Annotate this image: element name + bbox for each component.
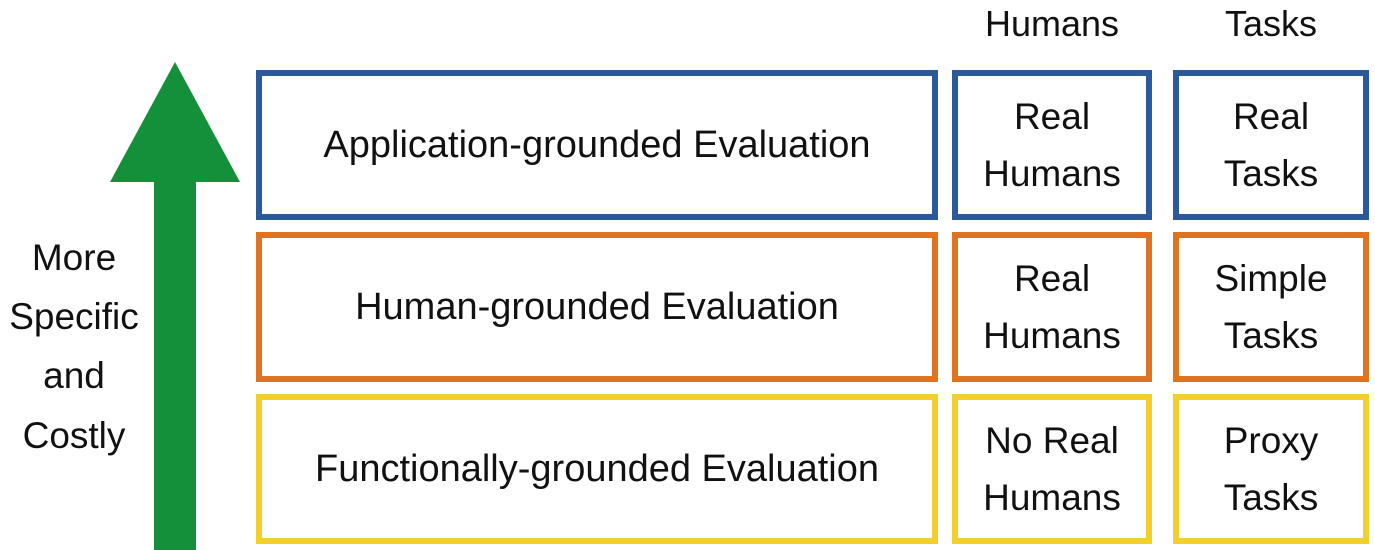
evaluation-box-human: Human-grounded Evaluation bbox=[256, 232, 938, 382]
side-label: More Specific and Costly bbox=[0, 228, 148, 465]
tasks-line: Simple bbox=[1214, 257, 1328, 299]
humans-line: Humans bbox=[983, 477, 1121, 518]
evaluation-box-functional: Functionally-grounded Evaluation bbox=[256, 394, 938, 544]
tasks-line: Tasks bbox=[1223, 477, 1319, 518]
humans-box: No Real Humans bbox=[952, 394, 1152, 544]
side-label-line: and bbox=[43, 355, 105, 397]
evaluation-box-application: Application-grounded Evaluation bbox=[256, 70, 938, 220]
tasks-line: Tasks bbox=[1223, 153, 1319, 194]
humans-line: Humans bbox=[983, 315, 1121, 356]
humans-box: Real Humans bbox=[952, 70, 1152, 220]
tasks-box: Proxy Tasks bbox=[1173, 394, 1369, 544]
column-header-tasks: Tasks bbox=[1224, 3, 1318, 44]
humans-line: Humans bbox=[983, 153, 1121, 194]
tasks-line: Tasks bbox=[1223, 315, 1319, 356]
side-label-line: Costly bbox=[22, 414, 126, 456]
column-header-humans: Humans bbox=[984, 3, 1120, 44]
tasks-box: Simple Tasks bbox=[1173, 232, 1369, 382]
evaluation-label: Application-grounded Evaluation bbox=[323, 123, 871, 166]
side-label-line: Specific bbox=[9, 296, 139, 338]
evaluation-label: Human-grounded Evaluation bbox=[355, 285, 839, 328]
tasks-box: Real Tasks bbox=[1173, 70, 1369, 220]
humans-line: Real bbox=[1013, 257, 1091, 299]
humans-line: Real bbox=[1013, 95, 1091, 137]
humans-line: No Real bbox=[985, 419, 1119, 461]
side-label-line: More bbox=[31, 237, 117, 278]
humans-box: Real Humans bbox=[952, 232, 1152, 382]
tasks-line: Real bbox=[1232, 95, 1310, 137]
up-arrow-icon bbox=[110, 62, 240, 550]
tasks-line: Proxy bbox=[1223, 419, 1319, 461]
evaluation-label: Functionally-grounded Evaluation bbox=[314, 447, 880, 490]
